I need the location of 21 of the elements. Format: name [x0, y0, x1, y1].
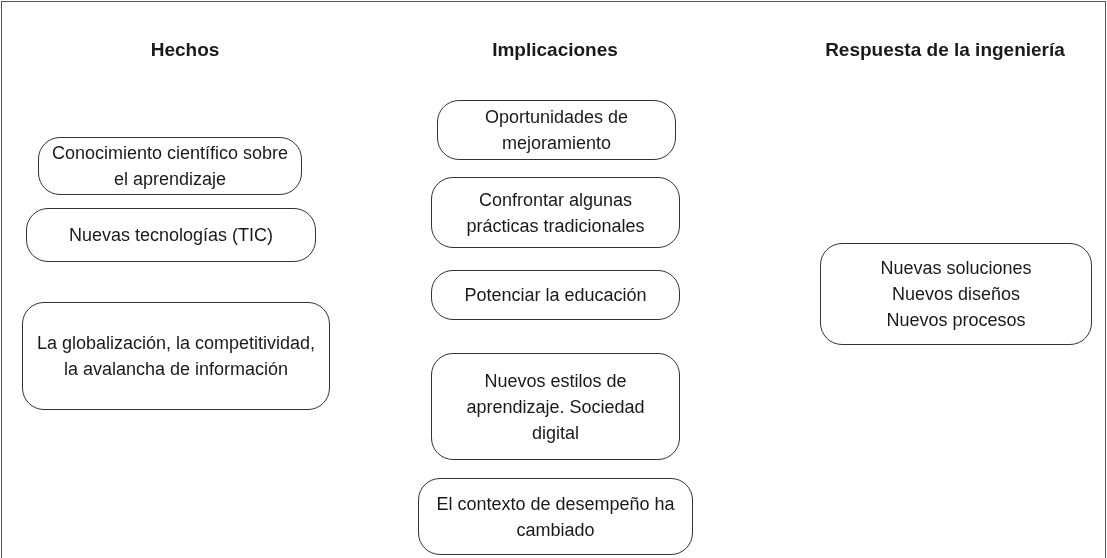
box-text: Nuevas tecnologías (TIC): [68, 224, 274, 247]
column-heading: Hechos: [150, 37, 220, 62]
rounded-box: [22, 302, 330, 410]
box-text: Oportunidades de mejoramiento: [483, 106, 630, 155]
rounded-box: [38, 137, 302, 195]
rounded-box: [820, 243, 1092, 345]
box-text: El contexto de desempeño ha cambiado: [435, 492, 676, 542]
column-heading: Implicaciones: [492, 37, 618, 62]
box-text: Nuevas soluciones Nuevos diseños Nuevos procesos: [879, 257, 1033, 332]
box-text: Nuevos estilos de aprendizaje. Sociedad digital: [465, 369, 646, 445]
rounded-box: [431, 177, 680, 248]
rounded-box: [26, 208, 316, 262]
rounded-box: [418, 478, 693, 555]
column-heading: Respuesta de la ingeniería: [825, 37, 1065, 62]
box-text: Potenciar la educación: [464, 284, 647, 307]
box-text: Conocimiento científico sobre el aprendizaje: [51, 142, 289, 191]
rounded-box: [437, 100, 676, 160]
rounded-box: [431, 353, 680, 460]
box-text: La globalización, la competitividad, la avalancha de información: [35, 332, 317, 381]
rounded-box: [431, 270, 680, 320]
box-text: Confrontar algunas prácticas tradicionales: [465, 188, 646, 238]
